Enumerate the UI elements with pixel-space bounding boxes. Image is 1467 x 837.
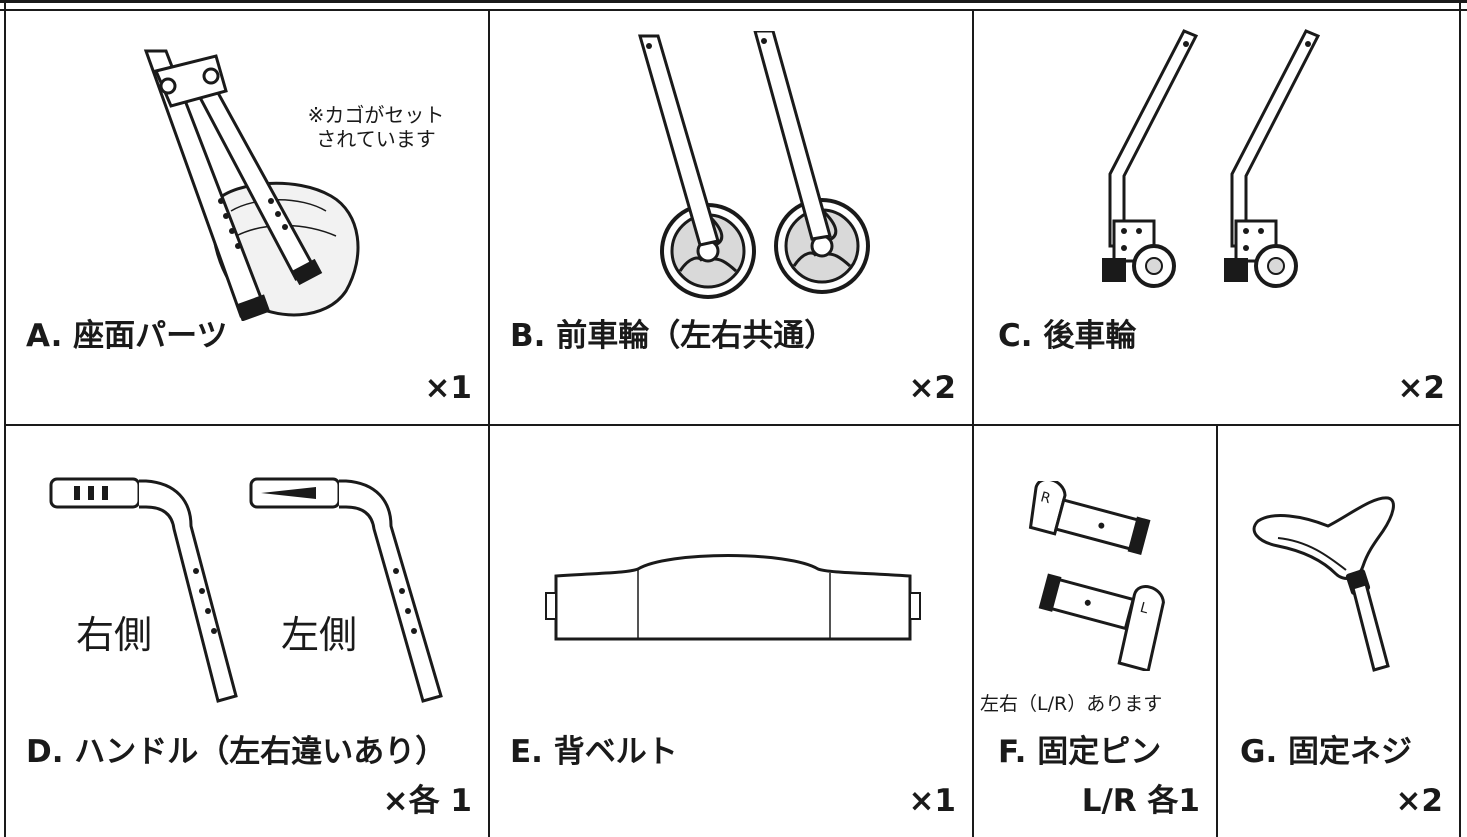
part-cell-d: 右側 左側 D. ハンドル（左右違いあり） ×各 1: [6, 426, 488, 837]
pin-lr-note: 左右（L/R）あります: [980, 693, 1163, 715]
pin-mark-r: R: [1039, 489, 1053, 507]
col-divider-1: [488, 9, 490, 837]
part-name-g: G. 固定ネジ: [1240, 734, 1413, 770]
front-wheel-illustration: [638, 31, 870, 299]
part-qty-c: ×2: [1397, 370, 1445, 406]
seat-part-illustration: [143, 49, 360, 321]
rear-wheel-illustration: [1102, 29, 1321, 288]
handle-side-left-label: 左側: [281, 613, 358, 657]
fixing-screw-illustration: [1252, 496, 1395, 672]
back-belt-illustration: [545, 554, 921, 641]
part-name-e: E. 背ベルト: [510, 734, 678, 770]
part-cell-c: C. 後車輪 ×2: [974, 11, 1459, 424]
col-divider-3: [1216, 424, 1218, 837]
part-cell-f: R L 左右（L/R）あります F. 固定ピン L/R 各1: [974, 426, 1216, 837]
part-qty-g: ×2: [1395, 783, 1443, 819]
part-name-b: B. 前車輪（左右共通）: [510, 318, 836, 354]
part-name-f: F. 固定ピン: [998, 734, 1162, 770]
part-qty-f: L/R 各1: [1081, 783, 1200, 819]
seat-basket-note-line-2: されています: [316, 127, 436, 151]
part-cell-g: G. 固定ネジ ×2: [1218, 426, 1459, 837]
row-divider: [4, 424, 1461, 426]
handle-side-right-label: 右側: [76, 613, 153, 657]
frame-right: [1459, 0, 1461, 837]
part-qty-d: ×各 1: [382, 783, 472, 819]
fixing-pin-illustration: R L: [1028, 481, 1165, 671]
part-cell-e: E. 背ベルト ×1: [490, 426, 972, 837]
part-name-a: A. 座面パーツ: [26, 318, 228, 354]
part-cell-a: ※カゴがセット されています A. 座面パーツ ×1: [6, 11, 488, 424]
part-name-c: C. 後車輪: [998, 318, 1137, 354]
col-divider-2: [972, 9, 974, 837]
frame-top: [0, 0, 1467, 3]
seat-basket-note-line-1: ※カゴがセット: [307, 103, 445, 127]
frame-left: [4, 0, 6, 837]
part-qty-e: ×1: [908, 783, 956, 819]
part-qty-a: ×1: [424, 370, 472, 406]
part-name-d: D. ハンドル（左右違いあり）: [26, 734, 447, 770]
part-cell-b: B. 前車輪（左右共通） ×2: [490, 11, 972, 424]
part-qty-b: ×2: [908, 370, 956, 406]
handle-illustration: [49, 477, 443, 703]
seat-basket-note: ※カゴがセット されています: [276, 103, 476, 151]
pin-mark-l: L: [1138, 600, 1150, 618]
frame-top-inner: [0, 9, 1467, 11]
